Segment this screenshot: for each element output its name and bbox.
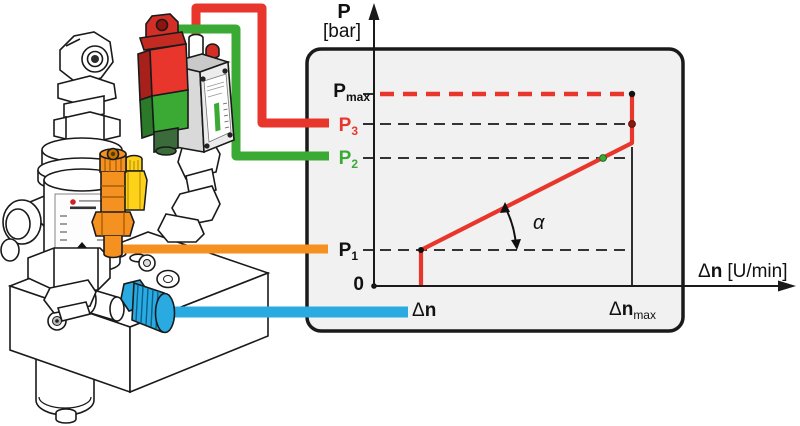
p3-dot	[628, 120, 636, 128]
dnmax-tick-label: Δnmax	[609, 299, 656, 322]
alpha-label: α	[533, 212, 545, 234]
characteristic-curve	[418, 96, 635, 286]
alpha-arc-arrow-top	[500, 202, 510, 213]
pmax-label: Pmax	[333, 81, 370, 104]
cartridge-hex	[91, 211, 135, 237]
pmax-dot	[628, 90, 636, 98]
solenoid-red-block	[149, 43, 189, 97]
orange-cartridge-valve	[91, 147, 135, 259]
solenoid-green-block	[151, 89, 189, 135]
x-axis-arrow	[778, 280, 796, 292]
p2-dot	[599, 154, 607, 162]
p2-label: P2	[339, 148, 359, 171]
switch-screws	[200, 68, 233, 149]
switch-indicator-bar	[214, 102, 221, 132]
gauge-port	[138, 254, 156, 272]
p3-label: P3	[339, 115, 359, 138]
y-axis-symbol: P	[337, 1, 350, 23]
switch-label	[203, 73, 232, 143]
origin-label: 0	[353, 274, 364, 295]
y-axis-ticks	[363, 93, 374, 251]
chart-frame	[305, 47, 685, 333]
knob-face	[154, 292, 176, 334]
y-axis-arrow	[368, 3, 380, 20]
washer	[156, 269, 180, 289]
x-axis-title: Δn[U/min]	[698, 261, 788, 282]
valve-base-hex	[27, 247, 111, 291]
p1-label: P1	[339, 240, 359, 263]
flow-control-knob	[120, 279, 176, 334]
p1-bend-dot	[418, 247, 424, 253]
y-axis-unit: [bar]	[323, 21, 361, 42]
solenoid-foot	[153, 127, 179, 153]
signal-line-p3	[191, 3, 329, 128]
solenoid-valve	[137, 13, 189, 156]
yellow-fitting	[120, 154, 148, 211]
chart-panel: P [bar] Pmax P3 P2 P1 0 Δn Δnmax Δn[U/mi…	[305, 1, 796, 333]
block-right-face	[129, 271, 269, 394]
dn-tick-label: Δn	[412, 300, 436, 321]
alpha-arc-arrow-bottom	[511, 239, 521, 250]
